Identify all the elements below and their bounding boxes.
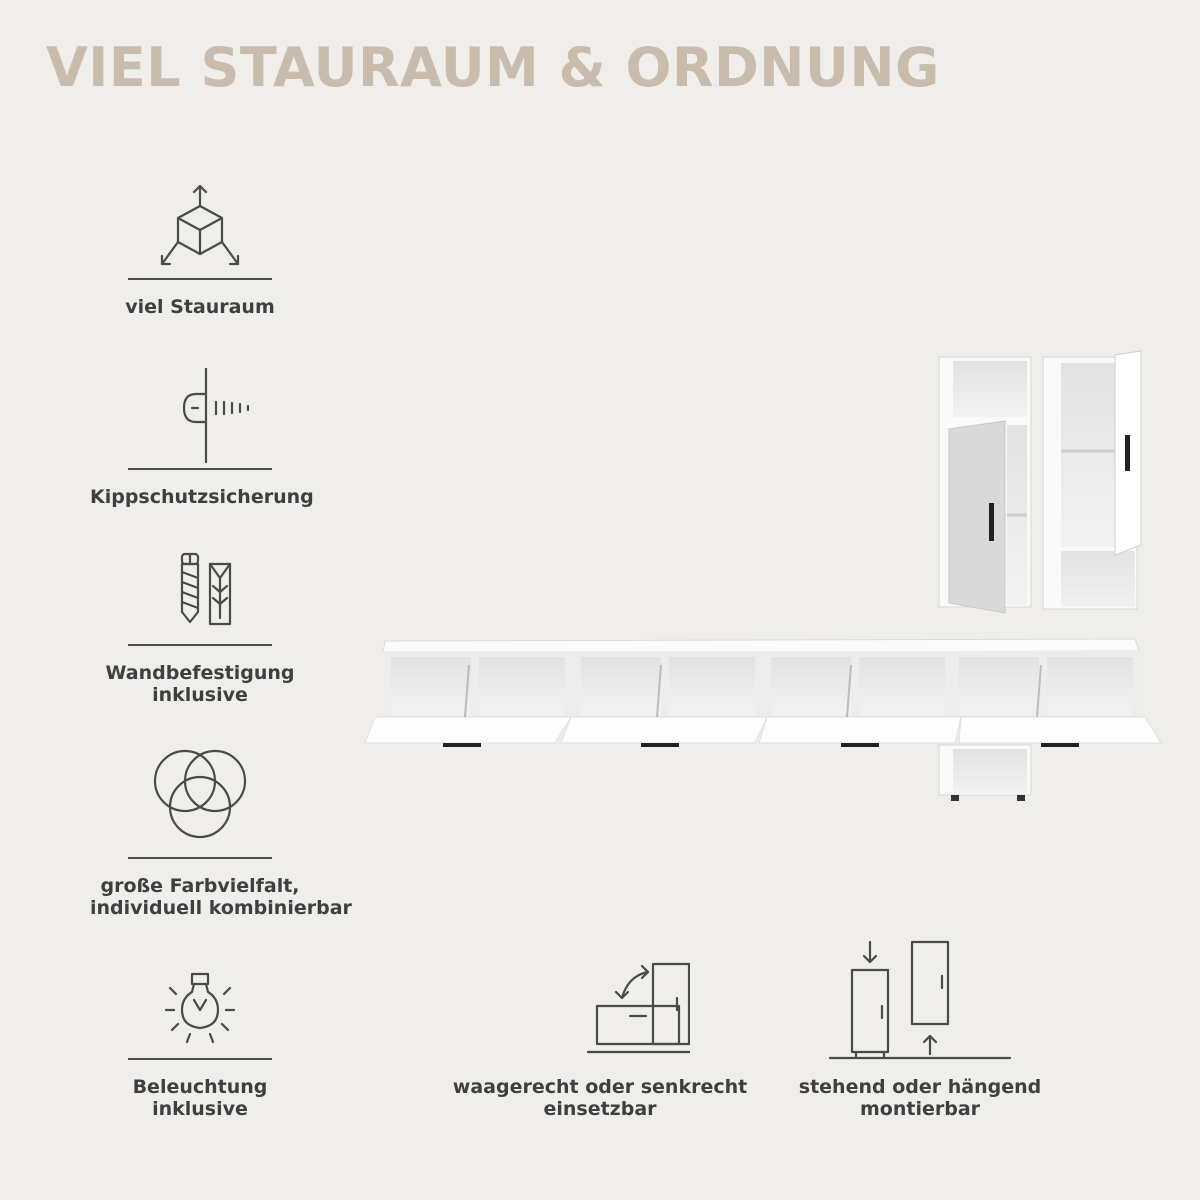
floor-cabinet [938,744,1032,801]
feature-wallmount: Wandbefestigung inklusive [90,548,310,706]
furniture-illustration [364,350,1162,801]
divider [128,278,272,280]
feature-orientation: waagerecht oder senkrecht einsetzbar [450,958,750,1120]
feature-label: viel Stauraum [125,296,275,318]
feature-mounting: stehend oder hängend montierbar [770,936,1070,1120]
divider [128,644,272,646]
light-bulb-icon [164,972,236,1044]
swap-orientation-icon [586,962,690,1054]
divider [128,468,272,470]
color-circles-icon [153,749,247,839]
wall-cabinet-right [1042,350,1142,610]
feature-storage: viel Stauraum [90,180,310,318]
feature-colors: große Farbvielfalt, individuell kombinie… [90,745,352,919]
feature-label: stehend oder hängend montierbar [798,1076,1042,1120]
cube-arrows-icon [160,184,240,266]
wall-cabinet-left [938,356,1032,614]
divider [128,857,272,859]
feature-label: Wandbefestigung inklusive [105,662,295,706]
lowboard-row [364,638,1162,747]
feature-label: Kippschutzsicherung [90,486,314,508]
feature-label: Beleuchtung inklusive [132,1076,268,1120]
wall-screw-icon [182,368,250,464]
page-title: VIEL STAURAUM & ORDNUNG [46,36,940,99]
stand-hang-icon [828,940,1012,1060]
feature-tipguard: Kippschutzsicherung [90,368,314,508]
feature-lighting: Beleuchtung inklusive [90,970,310,1120]
feature-label: waagerecht oder senkrecht einsetzbar [452,1076,748,1120]
screw-dowel-icon [180,552,232,626]
divider [128,1058,272,1060]
feature-label: große Farbvielfalt, individuell kombinie… [90,875,352,919]
